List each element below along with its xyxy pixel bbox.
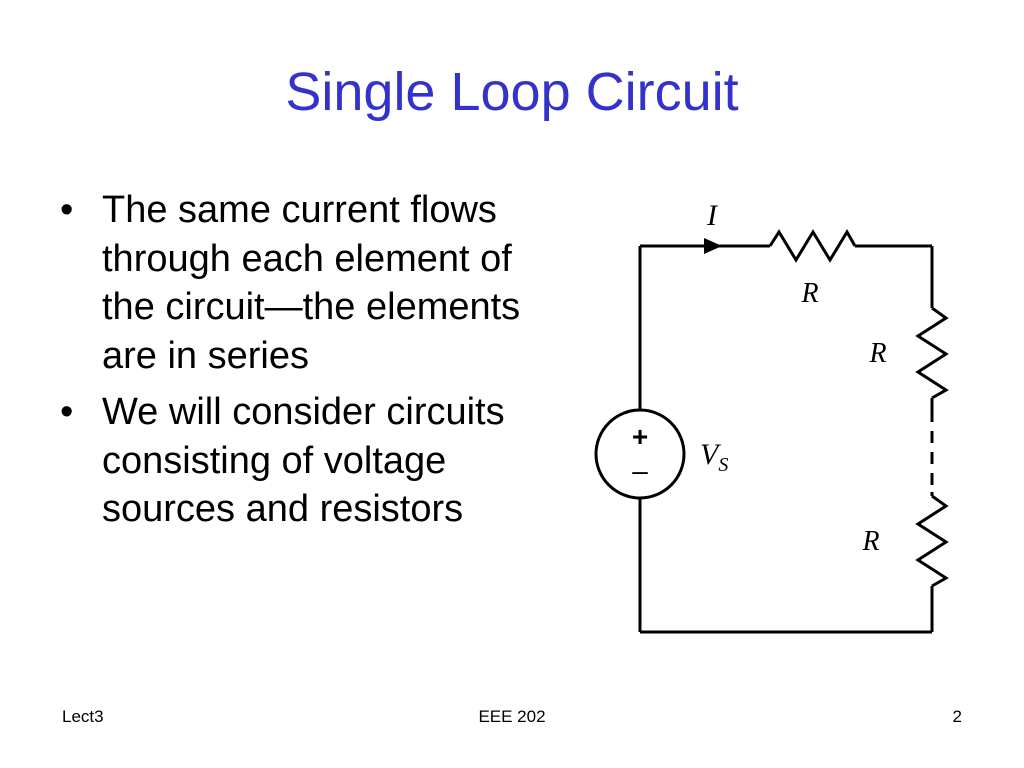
source-label-subscript: S [718, 454, 728, 476]
bullet-icon: • [60, 189, 74, 231]
source-plus-sign: + [632, 421, 648, 452]
slide-title: Single Loop Circuit [285, 62, 739, 122]
bullet-item: • The same current flows through each el… [60, 186, 540, 380]
resistor-label-top: R [800, 278, 818, 309]
source-label: VS [700, 438, 728, 476]
current-label: I [706, 199, 719, 232]
resistor-label-lower: R [861, 526, 879, 557]
resistor-top [768, 229, 857, 263]
footer-page-number: 2 [952, 707, 962, 726]
bullet-icon: • [60, 391, 74, 433]
footer-course: EEE 202 [478, 707, 546, 726]
voltage-source-circle [594, 408, 686, 500]
resistor-label-upper: R [868, 338, 886, 369]
footer-lecture: Lect3 [62, 707, 104, 726]
current-arrow-icon [704, 238, 722, 254]
source-label-main: V [700, 438, 722, 471]
resistor-right-lower [915, 494, 949, 588]
source-minus-sign: – [632, 455, 648, 486]
bullet-text: We will consider circuits consisting of … [102, 391, 505, 530]
bullet-list: • The same current flows through each el… [60, 186, 540, 542]
bullet-item: • We will consider circuits consisting o… [60, 388, 540, 534]
resistor-right-upper [915, 306, 949, 400]
bullet-text: The same current flows through each elem… [102, 189, 521, 377]
